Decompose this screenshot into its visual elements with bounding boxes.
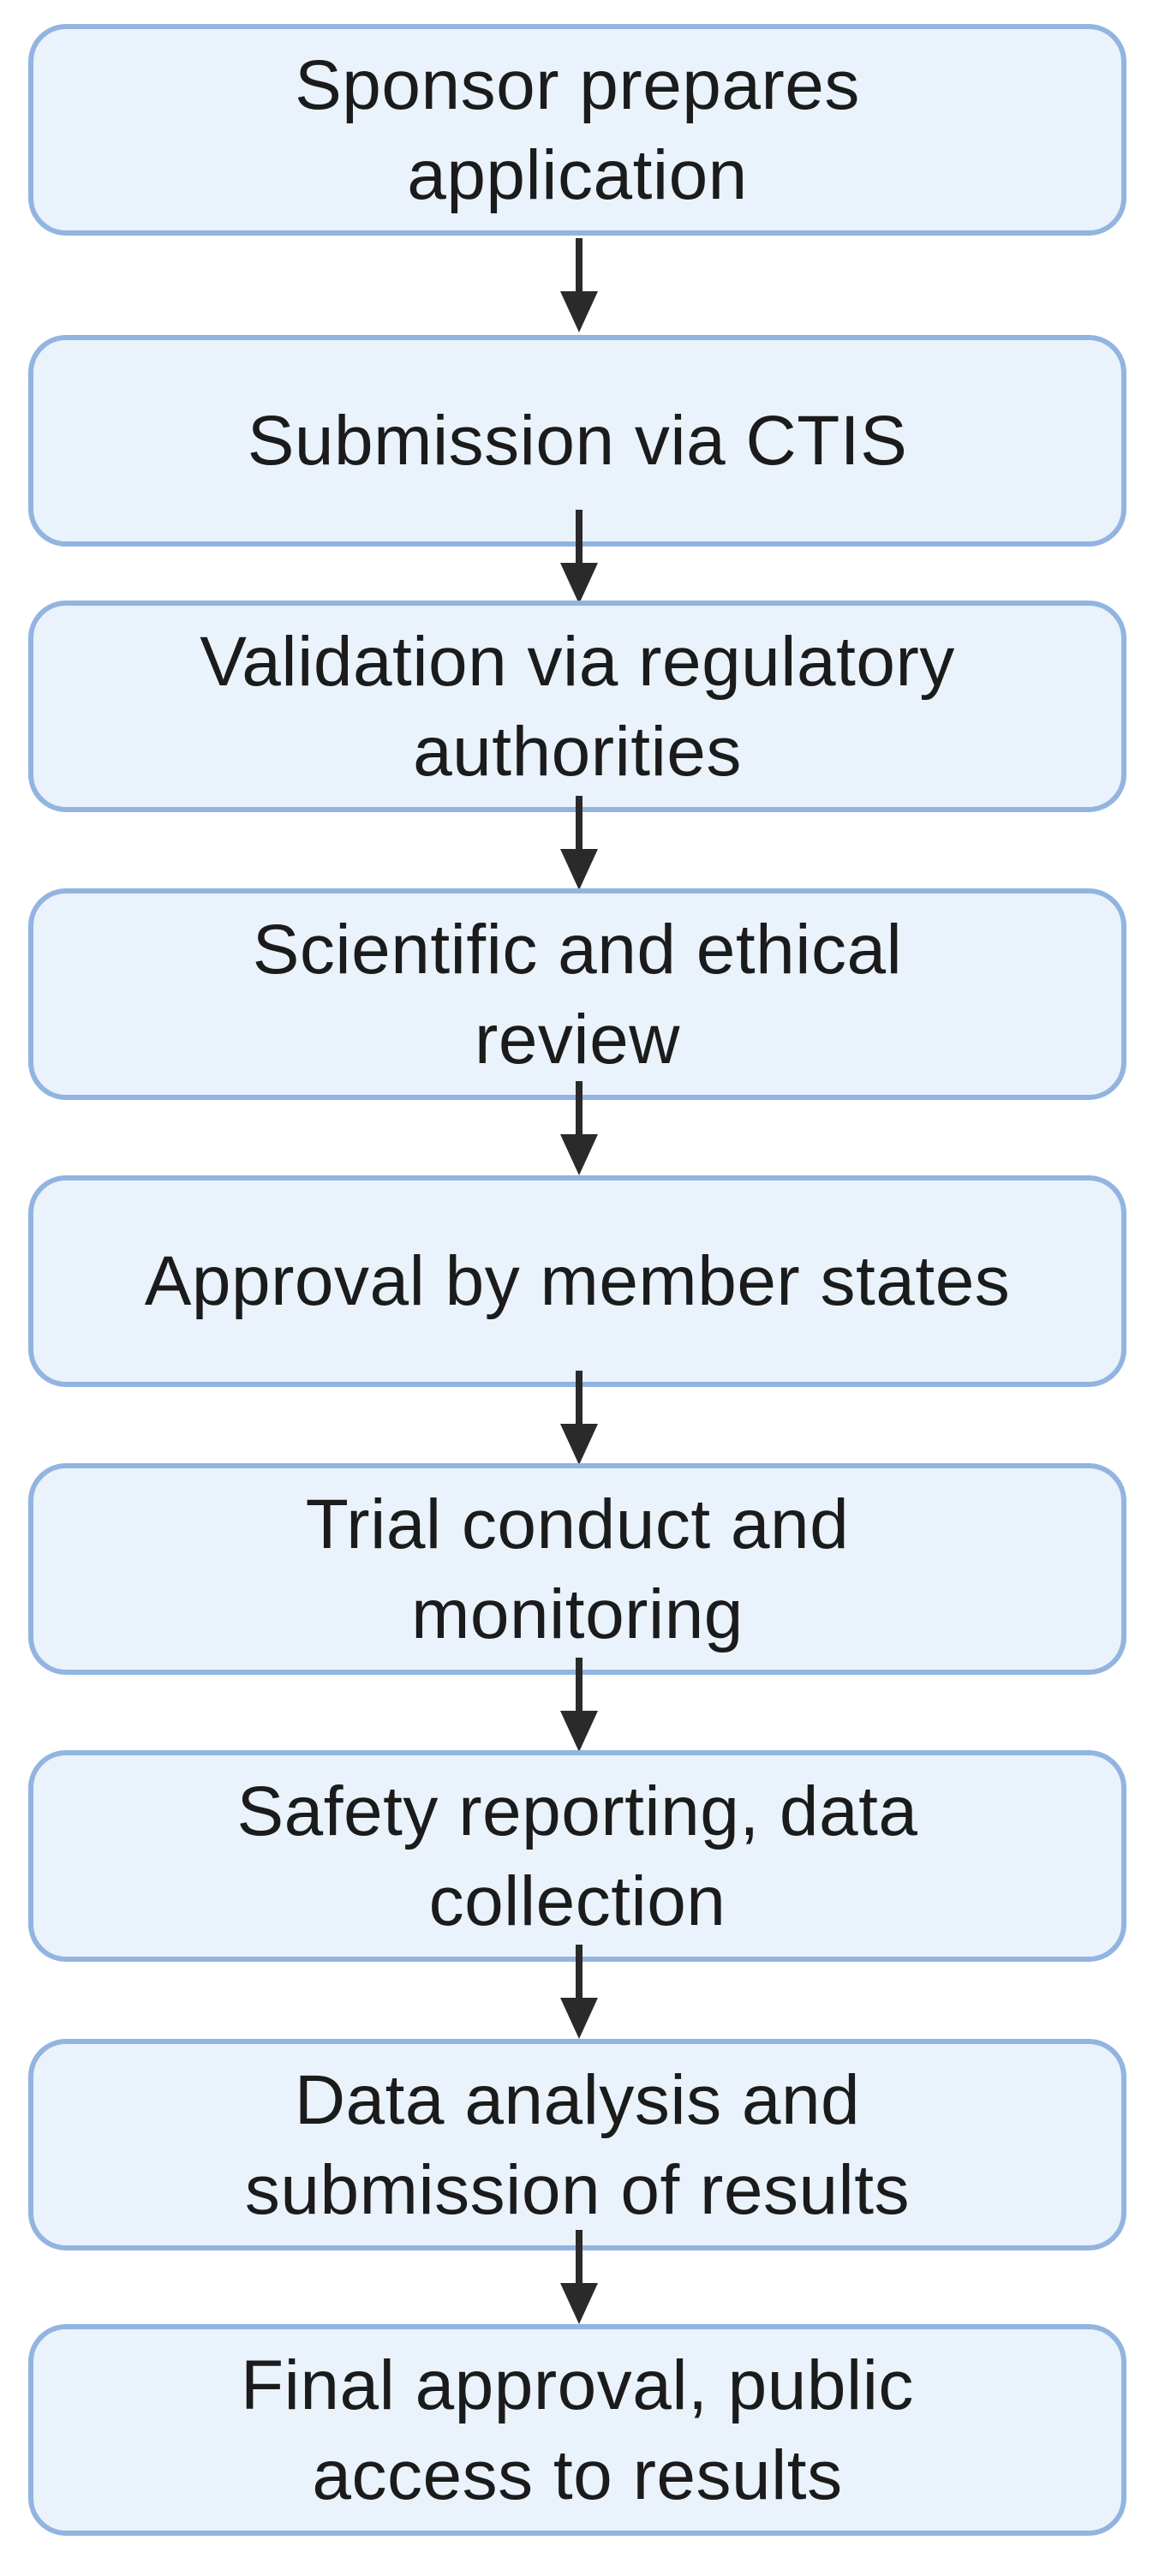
step-label: Scientific and ethical review — [252, 910, 903, 1079]
arrow-down-icon — [553, 238, 605, 332]
step-label: Approval by member states — [144, 1242, 1011, 1320]
step-data-analysis-and-submission-of-results: Data analysis and submission of results — [28, 2039, 1126, 2250]
step-approval-by-member-states: Approval by member states — [28, 1175, 1126, 1387]
step-submission-via-ctis: Submission via CTIS — [28, 335, 1126, 547]
step-label: Validation via regulatory authorities — [200, 622, 955, 791]
step-trial-conduct-and-monitoring: Trial conduct and monitoring — [28, 1463, 1126, 1675]
step-label: Final approval, public access to results — [241, 2346, 914, 2514]
step-safety-reporting-data-collection: Safety reporting, data collection — [28, 1750, 1126, 1962]
step-label: Trial conduct and monitoring — [305, 1485, 850, 1653]
step-sponsor-prepares-application: Sponsor prepares application — [28, 24, 1126, 236]
step-validation-via-regulatory-authorities: Validation via regulatory authorities — [28, 601, 1126, 812]
step-label: Data analysis and submission of results — [244, 2060, 911, 2229]
step-final-approval-public-access-to-results: Final approval, public access to results — [28, 2324, 1126, 2536]
step-label: Sponsor prepares application — [295, 45, 860, 214]
step-label: Submission via CTIS — [247, 402, 908, 480]
step-label: Safety reporting, data collection — [236, 1772, 918, 1940]
step-scientific-and-ethical-review: Scientific and ethical review — [28, 888, 1126, 1100]
